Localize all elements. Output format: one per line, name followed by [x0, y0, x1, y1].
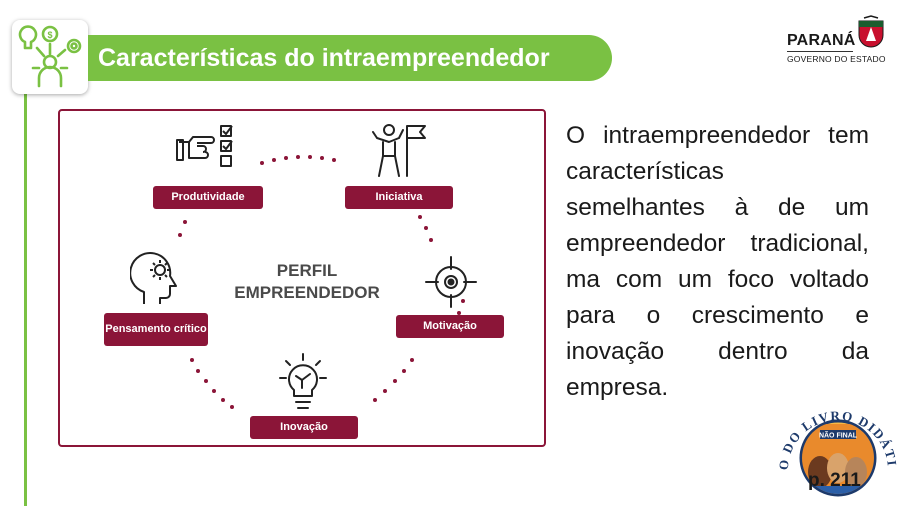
checklist-hand-icon — [175, 122, 239, 174]
description-paragraph: O intraempreendedor tem características … — [566, 118, 869, 406]
trait-inovacao: Inovação — [250, 416, 358, 439]
badge-banner-text: NÃO FINAL — [819, 431, 858, 440]
trait-iniciativa: Iniciativa — [345, 186, 453, 209]
person-flag-icon — [369, 122, 431, 180]
center-line-1: PERFIL — [232, 260, 382, 282]
target-icon — [424, 255, 478, 309]
lightbulb-icon — [278, 352, 328, 410]
trait-pensamento-critico: Pensamento crítico — [104, 313, 208, 346]
page-reference: p. 211 — [808, 470, 861, 492]
trait-motivacao: Motivação — [396, 315, 504, 338]
head-gear-icon — [130, 248, 186, 306]
diagram-center-label: PERFIL EMPREENDEDOR — [232, 260, 382, 304]
center-line-2: EMPREENDEDOR — [232, 282, 382, 304]
trait-produtividade: Produtividade — [153, 186, 263, 209]
